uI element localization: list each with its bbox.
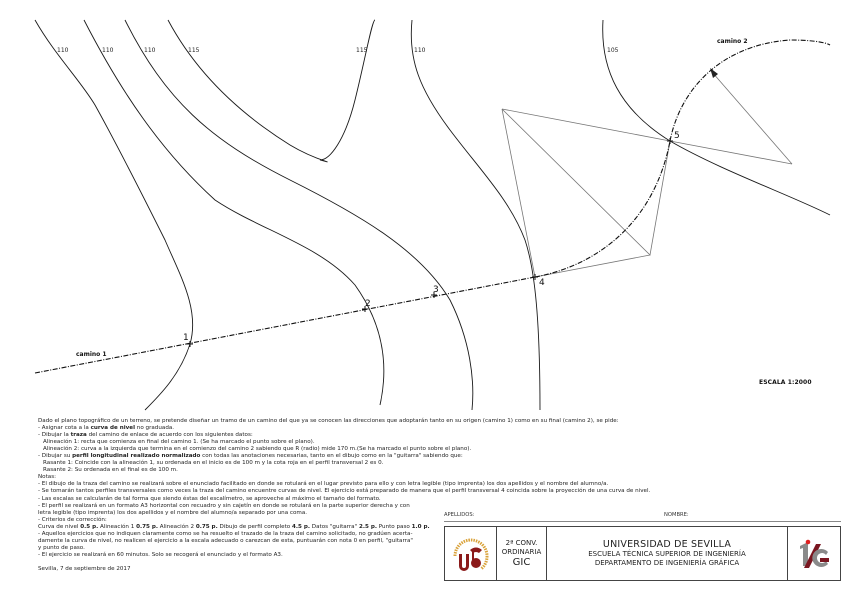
task-text: no graduada.	[135, 425, 175, 432]
point-label: 1	[183, 333, 189, 343]
us-logo-cell	[445, 527, 497, 580]
criterion-value: 0.75 p.	[195, 523, 218, 530]
notes-title: Notas:	[38, 474, 57, 481]
note: letra legible (tipo imprenta) los dos ap…	[38, 509, 308, 516]
contour-label: 115	[356, 47, 368, 54]
criterion-label: Alineación 2	[159, 523, 196, 530]
exercise-statement: Dado el plano topográfico de un terreno,…	[38, 418, 838, 573]
contour-label: 115	[188, 47, 200, 54]
criterion-label: Dibujo de perfil completo	[219, 523, 293, 530]
contour-label: 110	[102, 47, 114, 54]
task-3: - Dibujar su perfil longitudinal realiza…	[38, 453, 838, 460]
point-marker	[532, 274, 538, 280]
task-text: - Dibujar su	[38, 453, 73, 460]
construction-lines	[501, 108, 793, 278]
nombre-field[interactable]: NOMBRE:	[664, 512, 689, 518]
university-cell: UNIVERSIDAD DE SEVILLA ESCUELA TÉCNICA S…	[547, 527, 788, 580]
criterion-value: 0.75 p.	[136, 523, 158, 530]
date: Sevilla, 7 de septiembre de 2017	[38, 565, 131, 572]
criterion-label: Datos "guitarra"	[311, 523, 359, 530]
criterion-label: Alineación 1	[100, 523, 137, 530]
note: - El dibujo de la traza del camino se re…	[38, 481, 609, 488]
note: - Se tomarán tantos perfiles transversal…	[38, 488, 651, 495]
note: - El perfil se realizará en un formato A…	[38, 502, 410, 509]
point-marker	[431, 292, 437, 298]
task-text: del camino de enlace de acuerdo con los …	[86, 432, 253, 439]
alignment-1: Alineación 1: recta que comienza en fina…	[43, 439, 315, 446]
road-camino-2	[669, 39, 831, 142]
university-name: UNIVERSIDAD DE SEVILLA	[602, 539, 732, 550]
ig-logo-cell	[788, 527, 840, 580]
radius-arrow-line	[711, 71, 793, 165]
contour-line-110-a	[34, 19, 194, 411]
universidad-sevilla-logo-icon	[453, 538, 488, 571]
radius-arrowhead	[710, 68, 718, 78]
criterion-label: Curva de nivel	[38, 523, 81, 530]
task-keyword: traza	[70, 432, 87, 439]
point-marker	[187, 341, 193, 347]
contour-label: 110	[414, 47, 426, 54]
task-text: - Dibujar la	[38, 432, 71, 439]
contour-line-110-c	[124, 19, 474, 411]
point-marker	[362, 306, 368, 312]
criteria-title: - Criterios de corrección:	[38, 516, 107, 523]
scale-label: ESCALA 1:2000	[759, 379, 812, 386]
apellidos-field[interactable]: APELLIDOS:	[444, 512, 475, 518]
point-label: 2	[365, 299, 371, 309]
intro-text: Dado el plano topográfico de un terreno,…	[38, 418, 619, 424]
note: - Aquellos ejercicios que no indiquen cl…	[38, 530, 413, 537]
topographic-map: 110 110 110 115 115 110 105 camino 1 cam…	[34, 19, 831, 411]
alignment-2: Alineación 2: curva a la izquierda que t…	[43, 446, 472, 453]
task-keyword: perfil longitudinal realizado normalizad…	[72, 453, 201, 460]
rasante-1: Rasante 1: Coincide con la alineación 1,…	[43, 460, 384, 467]
contour-labels: 110 110 110 115 115 110 105	[57, 47, 619, 54]
criteria-list: Curva de nivel 0.5 p. Alineación 1 0.75 …	[38, 524, 838, 531]
note: - Las escalas se calcularán de tal forma…	[38, 495, 381, 502]
point-label: 3	[433, 285, 439, 295]
criterion-value: 1.0 p.	[411, 523, 430, 530]
contour-line-110-b	[83, 19, 385, 406]
task-1: - Asignar cota a la curva de nivel no gr…	[38, 425, 838, 432]
note: y punto de paso.	[38, 544, 85, 551]
contour-line-105	[602, 19, 831, 216]
convocatoria-cell: 2ª CONV. ORDINARIA GIC	[497, 527, 547, 580]
point-marker	[667, 138, 673, 144]
criterion-label: Punto paso	[378, 523, 412, 530]
criterion-value: 2.5 p.	[358, 523, 377, 530]
rasante-2: Rasante 2: Su ordenada en el final es de…	[43, 467, 178, 474]
road-label-camino-1: camino 1	[76, 351, 107, 358]
ingenieria-grafica-logo-icon	[800, 539, 829, 568]
task-text: con todas las anotaciones necesarias, ta…	[200, 453, 463, 460]
contour-line-115	[167, 19, 376, 163]
criterion-value: 0.5 p.	[80, 523, 99, 530]
intersection-points: 1 2 3 4 5	[183, 131, 680, 347]
conv-line-2: ORDINARIA	[501, 547, 542, 556]
point-label: 5	[674, 131, 680, 141]
school-name: ESCUELA TÉCNICA SUPERIOR DE INGENIERÍA	[588, 550, 746, 558]
task-text: - Asignar cota a la	[38, 425, 91, 432]
conv-line-3: GIC	[512, 556, 531, 568]
department-name: DEPARTAMENTO DE INGENIERÍA GRÁFICA	[594, 559, 740, 567]
road-camino-1	[34, 276, 536, 374]
title-block: 2ª CONV. ORDINARIA GIC UNIVERSIDAD DE SE…	[444, 526, 841, 581]
contour-line-110-d	[410, 19, 541, 411]
task-2: - Dibujar la traza del camino de enlace …	[38, 432, 838, 439]
contour-label: 110	[57, 47, 69, 54]
contour-label: 110	[144, 47, 156, 54]
point-label: 4	[539, 278, 545, 288]
contour-label: 105	[607, 47, 619, 54]
note: damente la curva de nivel, no realicen e…	[38, 537, 413, 544]
task-keyword: curva de nivel	[90, 425, 135, 432]
note: - El ejercicio se realizará en 60 minuto…	[38, 551, 283, 558]
student-fields: APELLIDOS: NOMBRE:	[444, 511, 841, 522]
criterion-value: 4.5 p.	[292, 523, 311, 530]
road-label-camino-2: camino 2	[717, 38, 748, 45]
conv-line-1: 2ª CONV.	[505, 538, 538, 547]
